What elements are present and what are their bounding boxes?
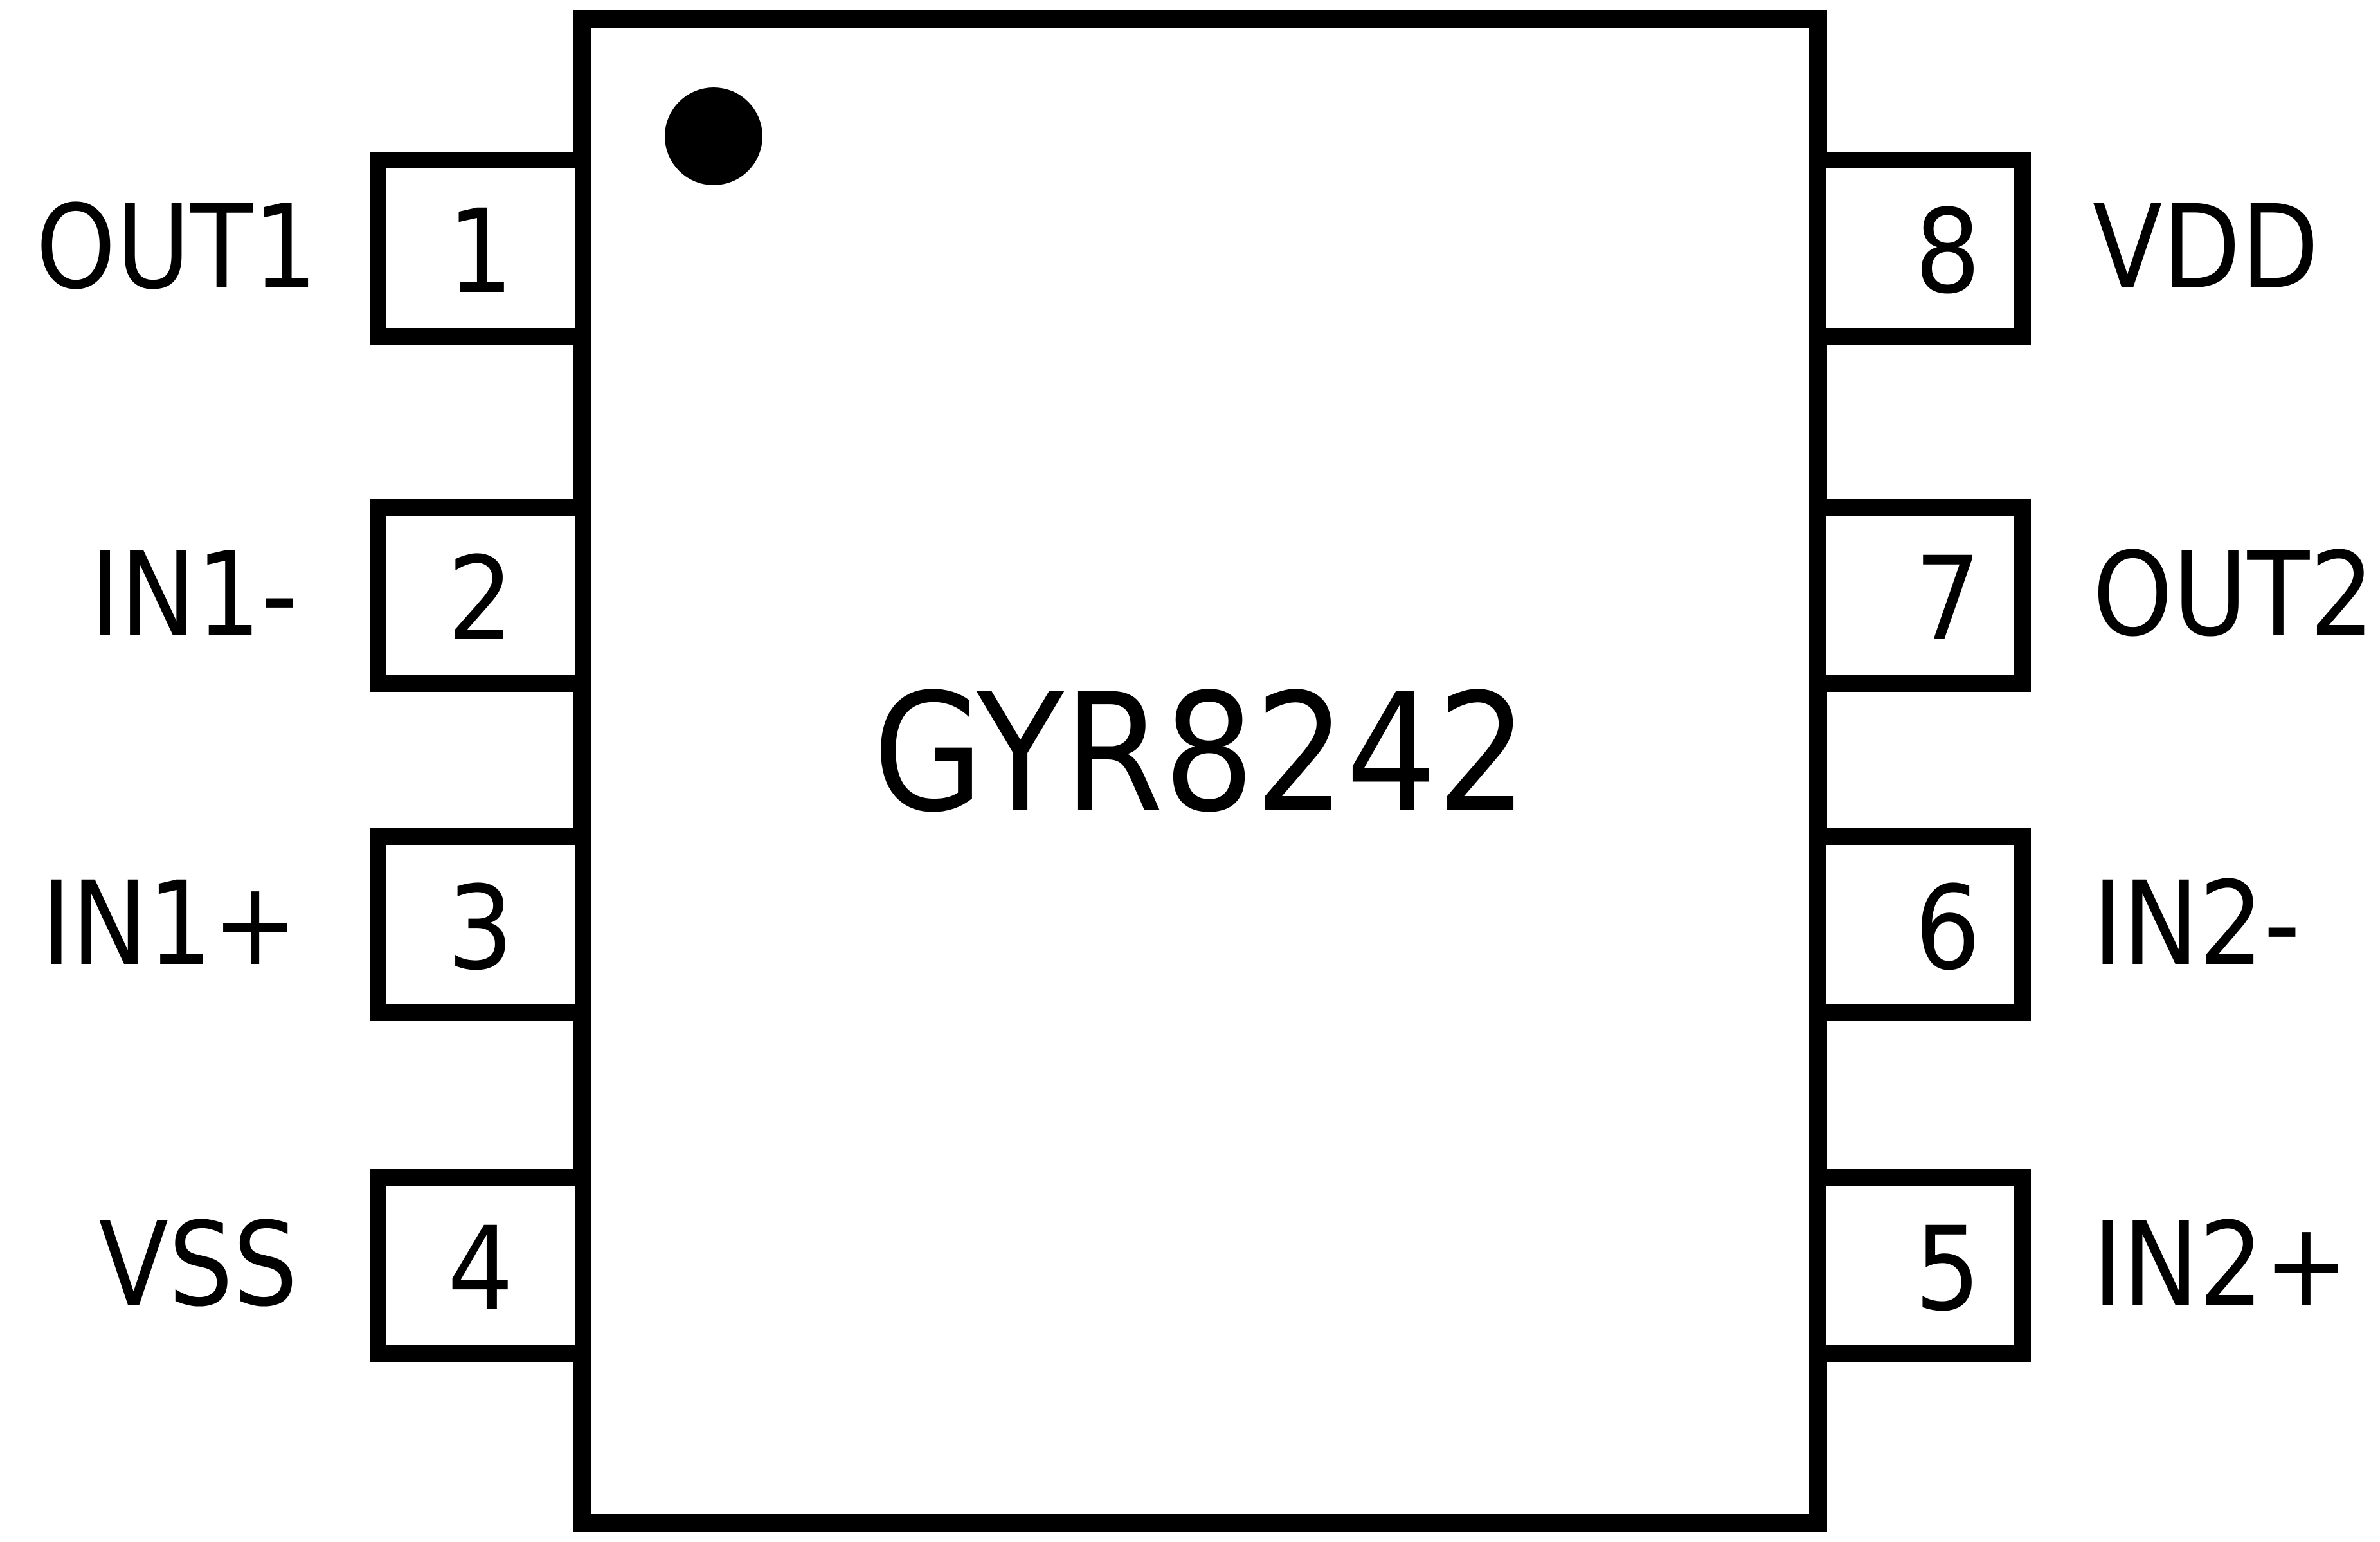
pin-5-number: 5 bbox=[1915, 1202, 1981, 1337]
pin-7-box: 7 bbox=[1809, 499, 2031, 692]
pin-3-number: 3 bbox=[447, 861, 514, 996]
pin-4-box: 4 bbox=[370, 1169, 591, 1362]
pin-1-box: 1 bbox=[370, 152, 591, 345]
pin-1-label: OUT1 bbox=[35, 181, 318, 315]
chip-body bbox=[573, 10, 1827, 1532]
pin-4-number: 4 bbox=[447, 1202, 514, 1337]
pin-8-number: 8 bbox=[1915, 185, 1981, 320]
pin-3-box: 3 bbox=[370, 828, 591, 1021]
pin-6-box: 6 bbox=[1809, 828, 2031, 1021]
pin-8-label: VDD bbox=[2093, 181, 2320, 315]
chip-title: GYR8242 bbox=[872, 658, 1528, 848]
pin-3-label: IN1+ bbox=[41, 857, 298, 992]
pin-7-number: 7 bbox=[1915, 532, 1981, 667]
pin-2-number: 2 bbox=[447, 532, 514, 667]
pin1-indicator-dot-icon bbox=[665, 87, 762, 185]
pin-2-label: IN1- bbox=[89, 528, 298, 662]
pin-7-label: OUT2 bbox=[2093, 528, 2375, 662]
pin-4-label: VSS bbox=[98, 1198, 298, 1332]
pin-8-box: 8 bbox=[1809, 152, 2031, 345]
pin-1-number: 1 bbox=[447, 185, 514, 320]
pin-6-label: IN2- bbox=[2093, 857, 2301, 992]
pin-5-label: IN2+ bbox=[2093, 1198, 2349, 1332]
pin-5-box: 5 bbox=[1809, 1169, 2031, 1362]
pin-2-box: 2 bbox=[370, 499, 591, 692]
pin-6-number: 6 bbox=[1915, 861, 1981, 996]
